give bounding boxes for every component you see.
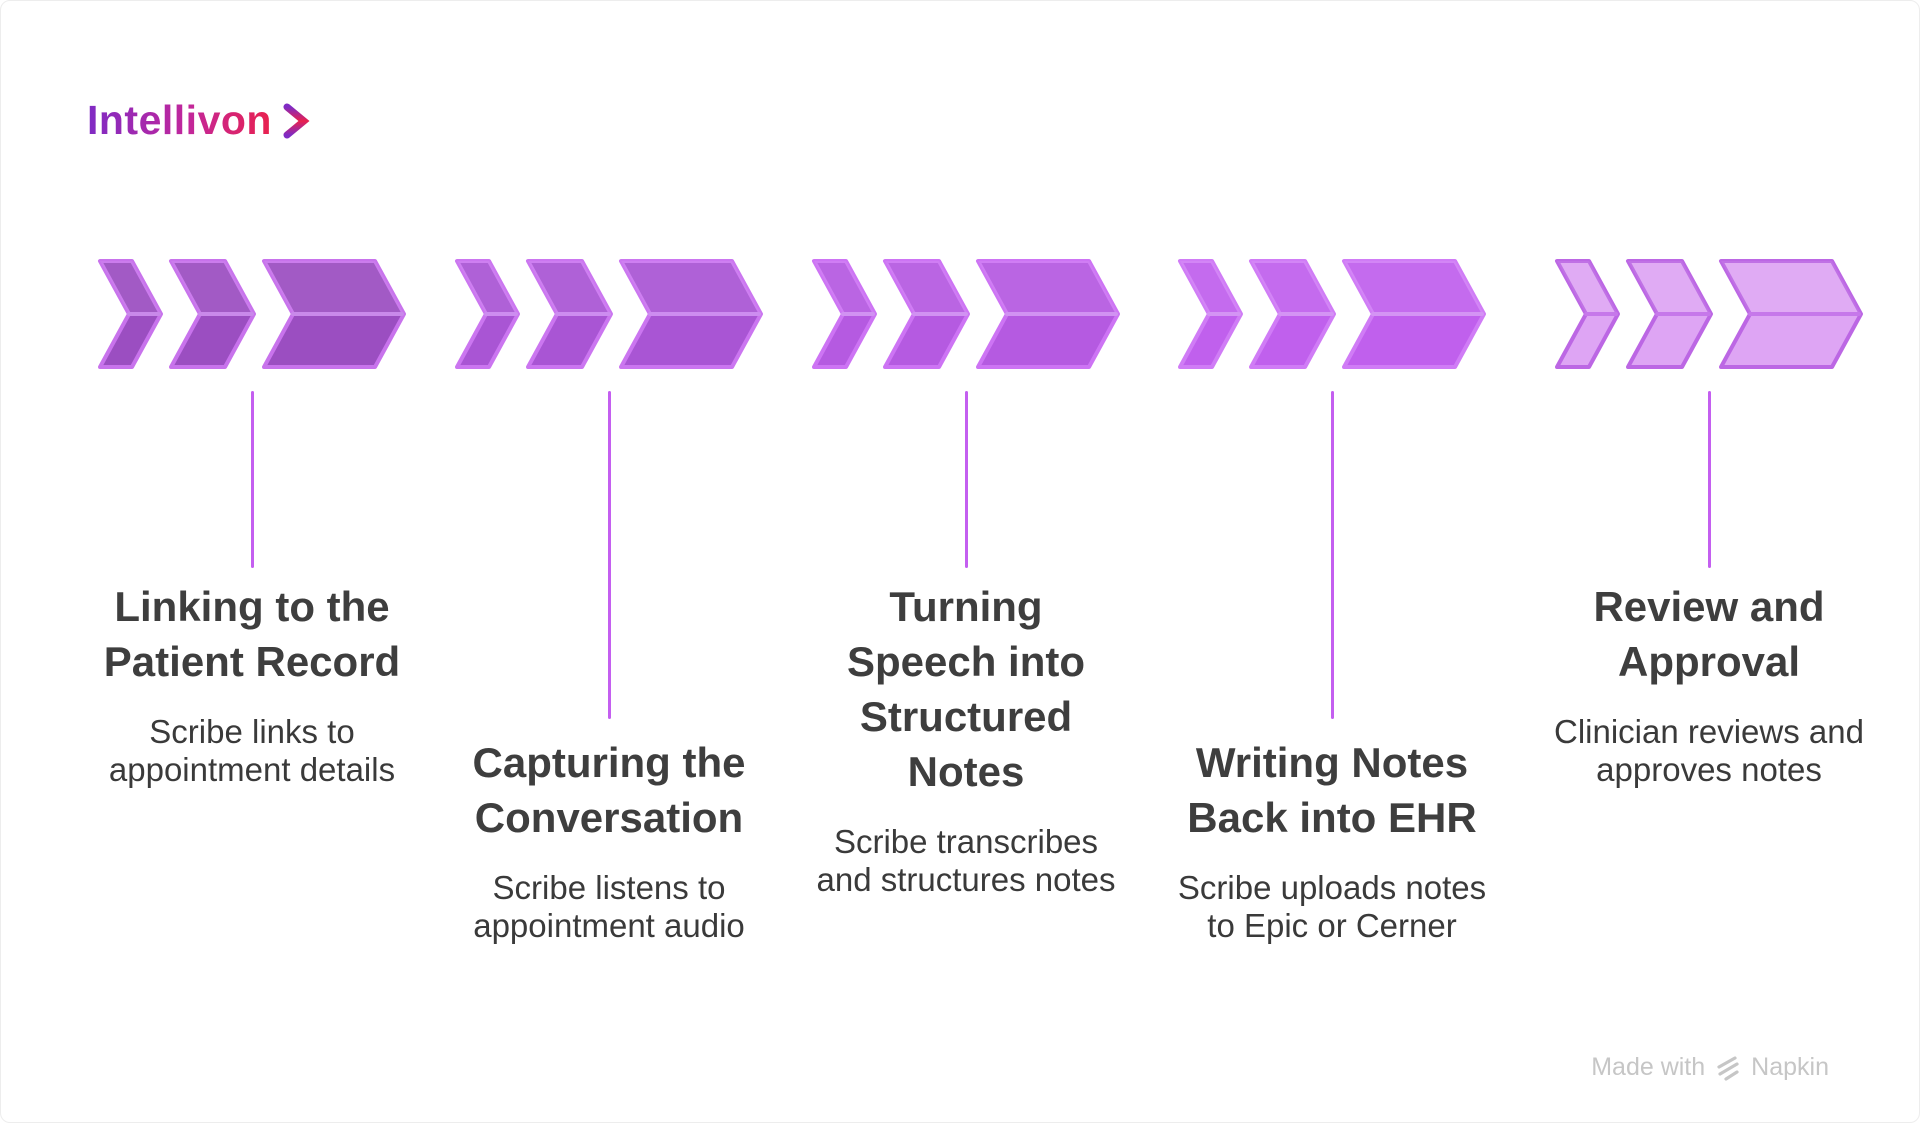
napkin-brand-text: Napkin bbox=[1751, 1053, 1829, 1081]
step-description: Scribe transcribes and structures notes bbox=[816, 823, 1116, 898]
step-description: Scribe links to appointment details bbox=[108, 713, 396, 788]
connector-line bbox=[607, 391, 611, 719]
step-chevrons-icon bbox=[1178, 259, 1486, 369]
step-turning-speech-into-structured-notes: Turning Speech into Structured Notes Scr… bbox=[776, 258, 1156, 899]
step-chevrons-icon bbox=[812, 259, 1120, 369]
step-title: Turning Speech into Structured Notes bbox=[846, 583, 1086, 795]
made-with-napkin-badge: Made with Napkin bbox=[1591, 1053, 1829, 1082]
step-linking-to-patient-record: Linking to the Patient Record Scribe lin… bbox=[62, 258, 442, 789]
step-chevrons-icon bbox=[455, 259, 763, 369]
step-description: Scribe listens to appointment audio bbox=[473, 869, 745, 944]
connector-line bbox=[964, 391, 968, 568]
step-description: Scribe uploads notes to Epic or Cerner bbox=[1177, 869, 1487, 944]
made-with-text: Made with bbox=[1591, 1053, 1706, 1081]
intellivon-logo-text: Intellivon bbox=[87, 97, 272, 143]
connector-line bbox=[1330, 391, 1334, 719]
connector-line bbox=[250, 391, 254, 568]
step-description: Clinician reviews and approves notes bbox=[1554, 713, 1864, 788]
step-title: Linking to the Patient Record bbox=[103, 583, 401, 685]
connector-line bbox=[1707, 391, 1711, 568]
step-review-and-approval: Review and Approval Clinician reviews an… bbox=[1519, 258, 1899, 789]
intellivon-logo: Intellivon bbox=[87, 97, 310, 144]
step-title: Writing Notes Back into EHR bbox=[1187, 739, 1477, 841]
step-capturing-the-conversation: Capturing the Conversation Scribe listen… bbox=[419, 258, 799, 945]
step-writing-notes-back-into-ehr: Writing Notes Back into EHR Scribe uploa… bbox=[1142, 258, 1522, 945]
step-chevrons-icon bbox=[98, 259, 406, 369]
intellivon-chevron-icon bbox=[283, 103, 310, 138]
step-title: Review and Approval bbox=[1593, 583, 1825, 685]
napkin-logo-icon bbox=[1717, 1055, 1739, 1081]
step-chevrons-icon bbox=[1555, 259, 1863, 369]
step-title: Capturing the Conversation bbox=[472, 739, 746, 841]
